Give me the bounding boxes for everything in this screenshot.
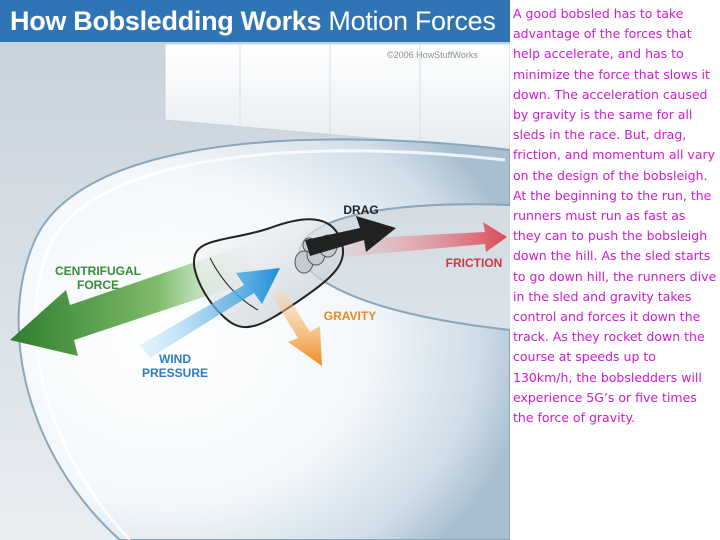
title-light: Motion Forces: [328, 6, 496, 36]
wind-pressure-arrow: [140, 268, 280, 358]
diagram-illustration: [0, 42, 510, 540]
label-wind-pressure: WIND PRESSURE: [141, 352, 209, 380]
drag-arrow: [305, 216, 396, 256]
paragraph-1: A good bobsled has to take advantage of …: [513, 6, 716, 183]
gravity-arrow: [272, 290, 322, 366]
explanation-text: A good bobsled has to take advantage of …: [513, 4, 717, 428]
copyright-notice: ©2006 HowStuffWorks: [387, 50, 478, 60]
title-bar: [0, 0, 510, 42]
diagram-title: How Bobsledding Works Motion Forces: [10, 6, 496, 37]
bobsled-forces-diagram: How Bobsledding Works Motion Forces ©200…: [0, 0, 510, 540]
label-gravity: GRAVITY: [323, 309, 377, 323]
title-bold: How Bobsledding Works: [10, 6, 322, 36]
paragraph-2: At the beginning to the run, the runners…: [513, 187, 717, 426]
label-centrifugal-force: CENTRIFUGAL FORCE: [55, 264, 141, 292]
label-drag: DRAG: [343, 203, 379, 217]
friction-arrow: [330, 222, 507, 258]
label-friction: FRICTION: [445, 256, 503, 270]
centrifugal-force-arrow: [10, 245, 255, 356]
